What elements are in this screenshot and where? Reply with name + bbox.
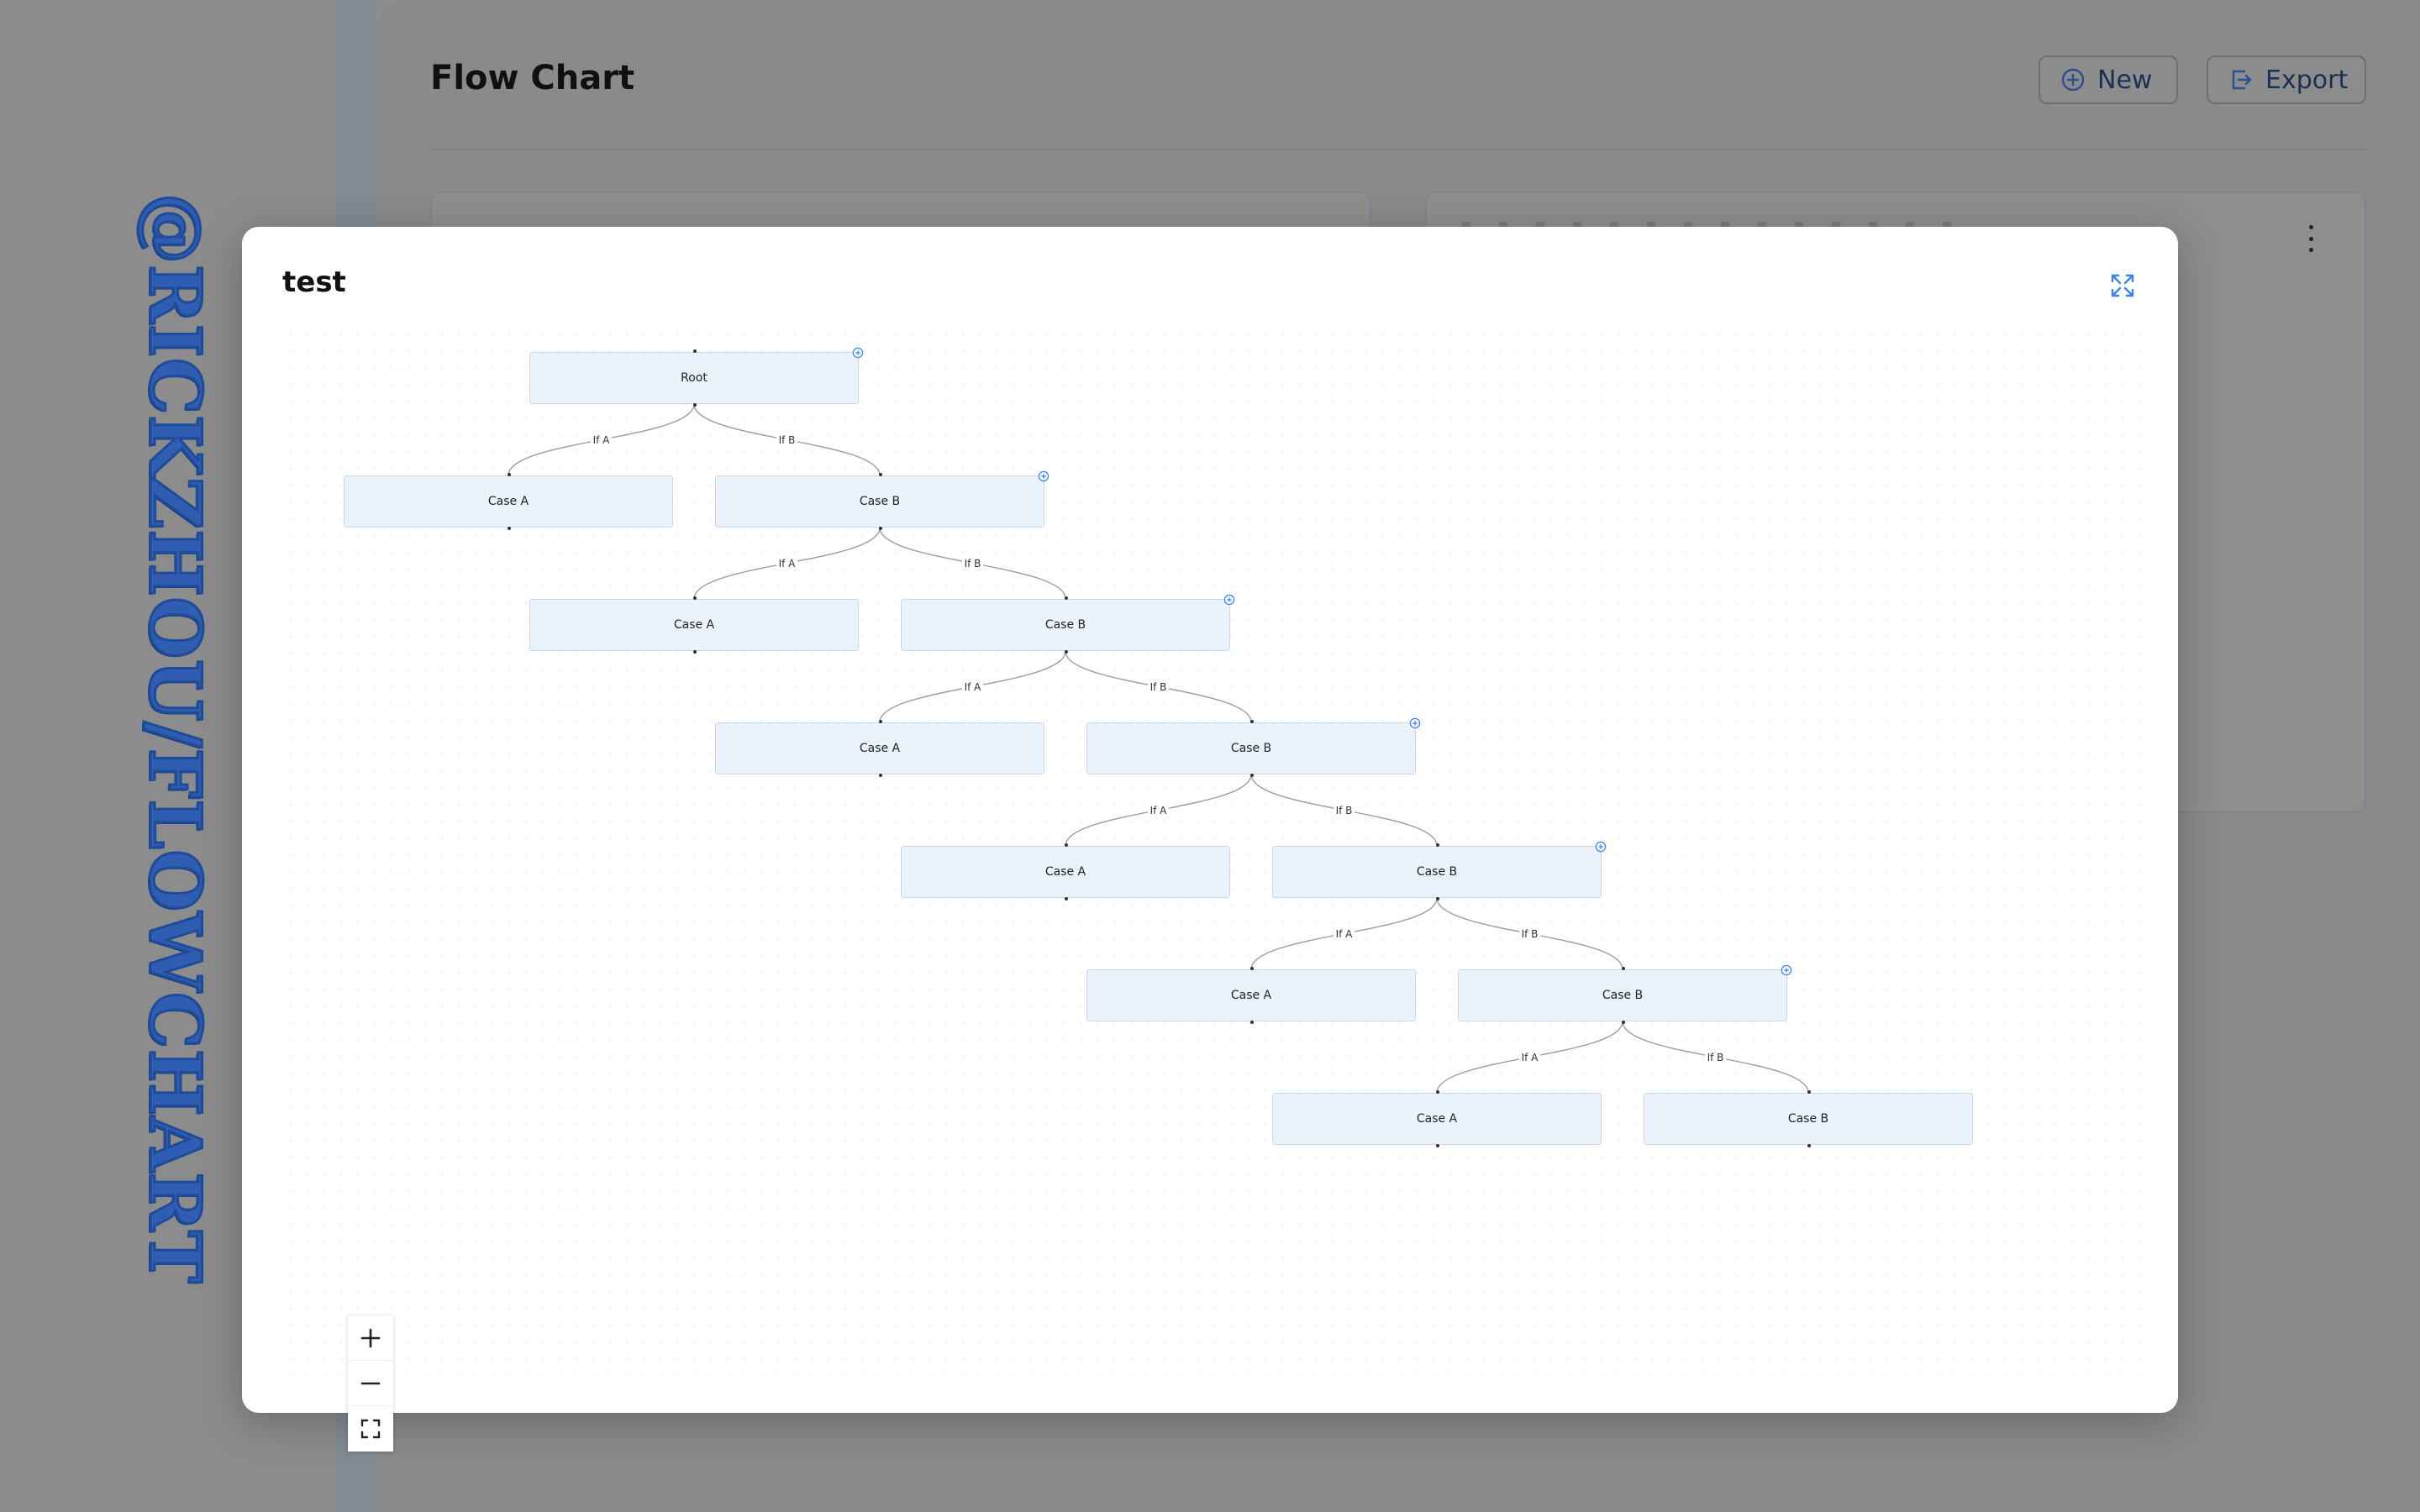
add-node-icon[interactable] xyxy=(1223,594,1235,606)
expand-arrows-icon[interactable] xyxy=(2109,272,2136,299)
add-node-icon[interactable] xyxy=(1781,964,1792,976)
add-node-icon[interactable] xyxy=(1595,841,1607,853)
flow-node-label: Case B xyxy=(1787,1112,1829,1126)
connection-handle[interactable] xyxy=(1807,1144,1811,1147)
connection-handle[interactable] xyxy=(1436,1090,1439,1094)
connection-handle[interactable] xyxy=(879,473,882,476)
connection-handle[interactable] xyxy=(1065,650,1068,654)
edge-label: If A xyxy=(776,557,798,570)
flow-node-label: Case B xyxy=(859,495,901,508)
flow-node[interactable]: Case B xyxy=(1644,1090,1973,1147)
more-options-icon[interactable] xyxy=(2302,222,2319,255)
connection-handle[interactable] xyxy=(1065,596,1068,600)
connection-handle[interactable] xyxy=(1436,1144,1439,1147)
flow-node-label: Case B xyxy=(1230,742,1272,755)
edge-label: If B xyxy=(961,557,984,570)
connection-handle[interactable] xyxy=(1065,897,1068,900)
plus-circle-icon xyxy=(2060,67,2086,92)
fit-view-icon[interactable] xyxy=(348,1406,393,1452)
export-button-label: Export xyxy=(2265,65,2349,95)
modal-title: test xyxy=(282,265,346,299)
flow-node-label: Case A xyxy=(1044,865,1086,879)
connection-handle[interactable] xyxy=(879,774,882,777)
flow-node[interactable]: Case B xyxy=(901,594,1235,654)
watermark-text: @RICKZHOU/FLOWCHART xyxy=(133,192,218,1285)
connection-handle[interactable] xyxy=(1250,1021,1254,1024)
flow-node-label: Root xyxy=(681,371,708,385)
flow-node[interactable]: Case A xyxy=(901,843,1230,900)
connection-handle[interactable] xyxy=(693,403,697,407)
flow-node[interactable]: Case B xyxy=(1086,717,1421,777)
connection-handle[interactable] xyxy=(693,650,697,654)
flow-node-label: Case A xyxy=(673,618,715,632)
flow-node[interactable]: Case A xyxy=(344,473,673,530)
edge-label: If B xyxy=(776,433,798,446)
flow-node-label: Case B xyxy=(1602,989,1644,1002)
new-button-label: New xyxy=(2097,65,2153,95)
flow-node[interactable]: Case B xyxy=(1272,841,1607,900)
flow-node-label: Case B xyxy=(1044,618,1086,632)
connection-handle[interactable] xyxy=(693,596,697,600)
edge-label: If B xyxy=(1518,927,1541,940)
zoom-controls xyxy=(348,1315,393,1452)
edge-label: If B xyxy=(1147,680,1170,693)
edge-label: If B xyxy=(1333,804,1355,816)
add-node-icon[interactable] xyxy=(852,347,864,359)
edge-label: If A xyxy=(961,680,984,693)
add-node-icon[interactable] xyxy=(1409,717,1421,729)
flow-node[interactable]: Case B xyxy=(715,470,1050,530)
connection-handle[interactable] xyxy=(1250,774,1254,777)
edge-label: If A xyxy=(590,433,613,446)
flow-node[interactable]: Case A xyxy=(529,596,859,654)
edge-label: If A xyxy=(1147,804,1170,816)
connection-handle[interactable] xyxy=(879,720,882,723)
flow-node[interactable]: Case A xyxy=(1272,1090,1602,1147)
plus-icon[interactable] xyxy=(348,1315,393,1361)
connection-handle[interactable] xyxy=(1622,1021,1625,1024)
header-divider xyxy=(430,149,2366,150)
connection-handle[interactable] xyxy=(1065,843,1068,847)
edge-label: If A xyxy=(1518,1051,1541,1063)
flow-node-root[interactable]: Root xyxy=(529,347,864,407)
connection-handle[interactable] xyxy=(1436,843,1439,847)
connection-handle[interactable] xyxy=(1807,1090,1811,1094)
flow-node[interactable]: Case A xyxy=(1086,967,1416,1024)
page-title: Flow Chart xyxy=(430,59,635,97)
flow-node[interactable]: Case B xyxy=(1458,964,1792,1024)
edge-label: If A xyxy=(1333,927,1355,940)
connection-handle[interactable] xyxy=(1250,720,1254,723)
export-icon xyxy=(2228,67,2254,92)
flow-node-label: Case A xyxy=(1230,989,1272,1002)
connection-handle[interactable] xyxy=(508,473,511,476)
connection-handle[interactable] xyxy=(879,527,882,530)
connection-handle[interactable] xyxy=(1622,967,1625,970)
new-button[interactable]: New xyxy=(2039,55,2178,104)
connection-handle[interactable] xyxy=(508,527,511,530)
add-node-icon[interactable] xyxy=(1038,470,1050,482)
edge-label: If B xyxy=(1704,1051,1727,1063)
minus-icon[interactable] xyxy=(348,1361,393,1406)
flow-node-label: Case B xyxy=(1416,865,1458,879)
flow-node[interactable]: Case A xyxy=(715,720,1044,777)
export-button[interactable]: Export xyxy=(2207,55,2366,104)
connection-handle[interactable] xyxy=(1436,897,1439,900)
connection-handle[interactable] xyxy=(1250,967,1254,970)
flow-node-label: Case A xyxy=(859,742,901,755)
connection-handle[interactable] xyxy=(693,349,697,353)
flow-node-label: Case A xyxy=(487,495,529,508)
flow-node-label: Case A xyxy=(1416,1112,1458,1126)
